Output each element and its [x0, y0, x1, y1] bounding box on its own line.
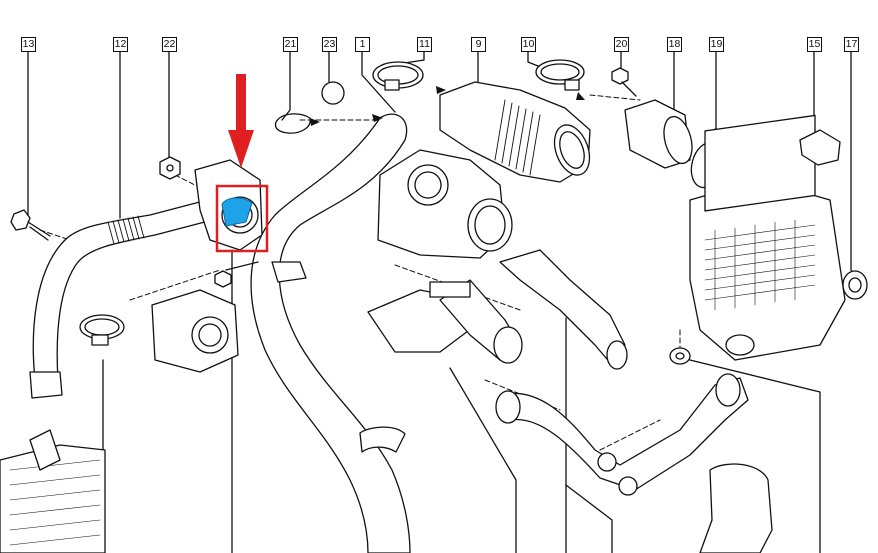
callout-19: 19	[709, 37, 724, 52]
callout-label: 20	[615, 38, 628, 50]
callout-label: 9	[475, 38, 482, 50]
housing-9	[439, 81, 591, 183]
throttle-body-left	[151, 289, 239, 373]
lower-pipe	[495, 373, 749, 496]
nut-22	[159, 156, 181, 180]
highlighted-part	[221, 197, 253, 227]
callout-label: 10	[522, 38, 535, 50]
bolt-20	[611, 67, 637, 97]
callout-22: 22	[162, 37, 177, 52]
grommet-17	[842, 270, 868, 300]
callout-9: 9	[471, 37, 486, 52]
radiator	[0, 429, 106, 553]
leader-low-5	[565, 484, 613, 553]
callout-label: 22	[163, 38, 176, 50]
arrowhead-d	[310, 118, 320, 126]
bolt-left	[214, 261, 259, 288]
callout-18: 18	[667, 37, 682, 52]
callout-17: 17	[844, 37, 859, 52]
hose-1	[250, 113, 411, 553]
air-duct-middle	[367, 279, 523, 364]
red-highlight-box	[215, 184, 269, 253]
callout-label: 19	[710, 38, 723, 50]
arrowhead-c	[576, 92, 585, 100]
callout-label: 12	[114, 38, 127, 50]
leader-low-6	[689, 359, 821, 553]
bolt-13	[10, 209, 51, 241]
dash-7	[599, 419, 661, 451]
callout-15: 15	[807, 37, 822, 52]
callout-10: 10	[521, 37, 536, 52]
red-down-arrow-icon	[228, 74, 254, 168]
dash-8	[129, 269, 221, 301]
callout-label: 18	[668, 38, 681, 50]
dash-3	[39, 229, 71, 241]
leader-19	[707, 51, 717, 141]
grommet-small	[669, 347, 691, 365]
bend-pipe	[499, 249, 628, 370]
leader-1	[361, 51, 396, 113]
callout-11: 11	[417, 37, 432, 52]
callout-21: 21	[283, 37, 298, 52]
clamp-lower-left	[79, 314, 125, 346]
callout-label: 15	[808, 38, 821, 50]
callout-23: 23	[322, 37, 337, 52]
leader-17	[850, 51, 856, 279]
callout-label: 13	[22, 38, 35, 50]
callout-13: 13	[21, 37, 36, 52]
bracket-15	[799, 129, 841, 166]
arrowhead-a	[372, 114, 383, 122]
callout-label: 23	[323, 38, 336, 50]
callout-12: 12	[113, 37, 128, 52]
callout-1: 1	[355, 37, 370, 52]
intercooler	[689, 114, 846, 361]
arrowhead-b	[436, 86, 446, 94]
callout-20: 20	[614, 37, 629, 52]
seal-21	[274, 113, 311, 134]
callout-label: 21	[284, 38, 297, 50]
leader-low-3	[449, 367, 517, 553]
clamp-10	[535, 59, 585, 91]
dash-4	[589, 94, 641, 101]
callout-label: 1	[359, 38, 366, 50]
callout-label: 11	[419, 38, 430, 50]
leader-21	[281, 51, 291, 121]
sensor-18	[624, 99, 693, 169]
ring-23	[321, 81, 345, 105]
clamp-11	[372, 61, 424, 91]
callout-label: 17	[845, 38, 858, 50]
hose-stub	[699, 463, 773, 553]
throttle-body-center	[377, 149, 513, 259]
